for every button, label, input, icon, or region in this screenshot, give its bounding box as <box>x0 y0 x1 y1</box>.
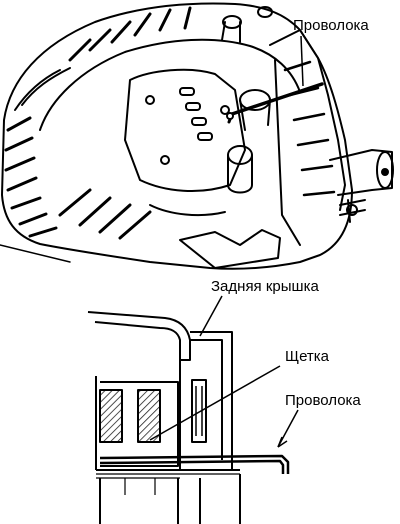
label-bottom-wire: Проволока <box>285 392 361 409</box>
rear-cover-leader <box>199 295 223 337</box>
label-brush: Щетка <box>285 348 330 365</box>
label-top-wire: Проволока <box>293 17 369 34</box>
bottom-wire-leader <box>277 409 299 448</box>
label-rear-cover: Задняя крышка <box>211 278 319 295</box>
brush-section-illustration <box>87 311 241 524</box>
top-wire-drawing <box>226 82 324 124</box>
alternator-illustration <box>0 2 394 270</box>
bottom-wire-leader-arrow <box>277 436 288 448</box>
brush-leader <box>149 365 281 441</box>
top-wire-leader <box>300 35 304 87</box>
bottom-wire-drawing <box>99 454 290 474</box>
